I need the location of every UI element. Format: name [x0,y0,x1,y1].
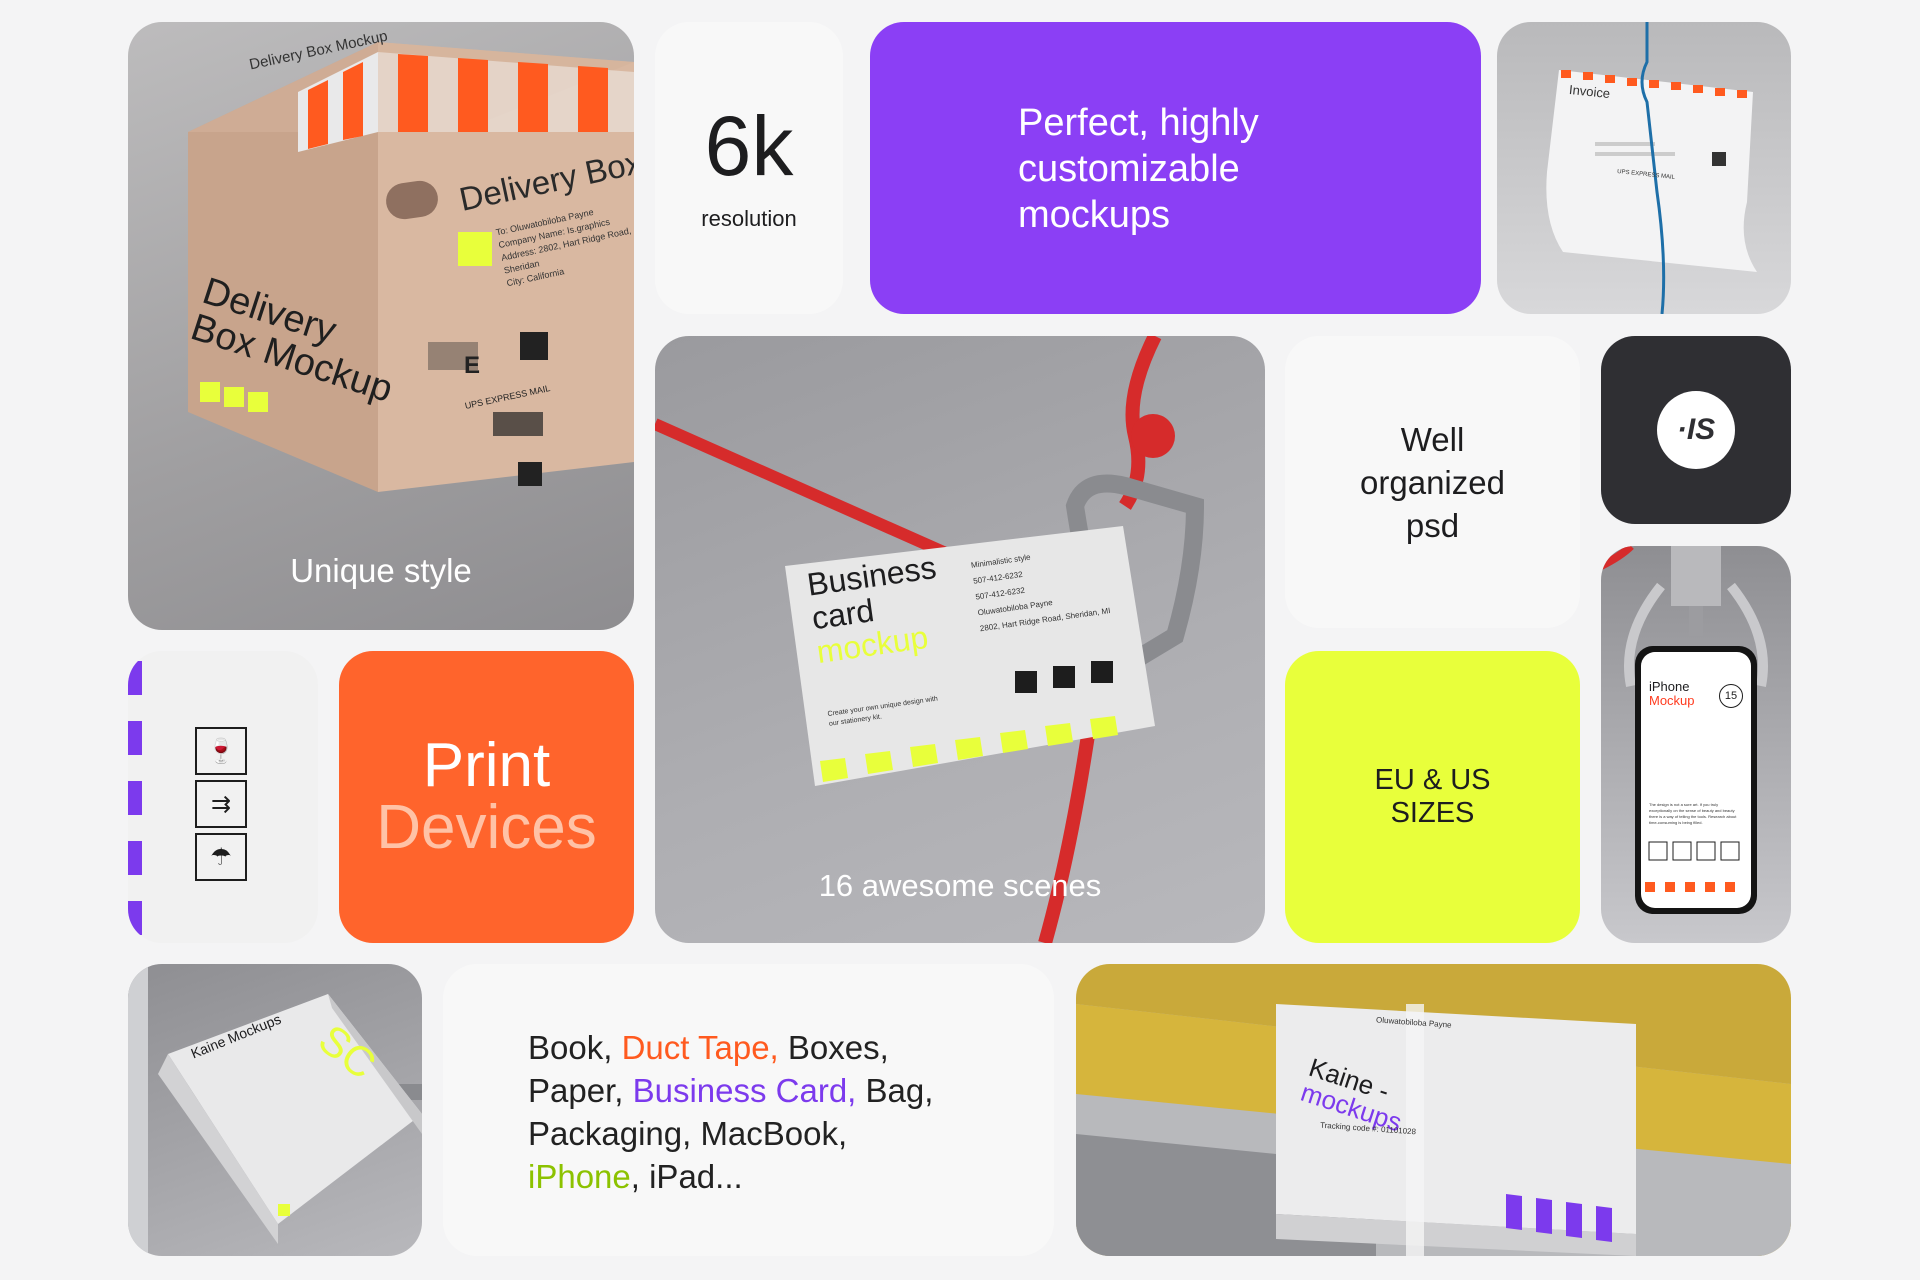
card-title: Business card mockup [804,548,939,670]
resolution-value: 6k [704,99,794,193]
scenes-tile[interactable]: Business card mockup Minimalistic style … [655,336,1265,943]
items-list-tile: Book, Duct Tape, Boxes, Paper, Business … [443,964,1054,1256]
delivery-box-image [188,42,634,492]
book-tile[interactable]: Kaine Mockups SC [128,964,422,1256]
box-letter: E [464,352,481,379]
print-label: Print [422,731,551,800]
unique-style-caption: Unique style [290,552,472,589]
item-duct-tape: Duct Tape, [621,1029,779,1066]
item-boxes: Boxes, [778,1029,889,1066]
paper-stack-image [1076,1004,1791,1256]
invoice-tile[interactable]: Invoice UPS EXPRESS MAIL [1497,22,1791,314]
devices-label: Devices [376,793,597,862]
resolution-tile: 6k resolution [655,22,843,314]
item-bag: Bag, [856,1072,934,1109]
book-image [128,964,422,1256]
scenes-caption: 16 awesome scenes [818,868,1102,903]
item-business-card: Business Card, [632,1072,857,1109]
iphone-badge: 15 [1719,684,1743,708]
resolution-label: resolution [701,206,797,231]
iphone-tile[interactable]: iPhone Mockup 15 The design is not a sur… [1601,546,1791,943]
invoice-image [1546,22,1757,314]
item-iphone: iPhone [528,1158,631,1195]
paper-stack-tile[interactable]: Kaine - mockups Oluwatobiloba Payne Trac… [1076,964,1791,1256]
item-paper: Paper, [528,1072,633,1109]
logo-mark: ·IS [1676,413,1716,446]
sizes-tile: EU & US SIZES [1285,651,1580,943]
business-card-image [655,336,1205,943]
headline-tile: Perfect, highly customizable mockups [870,22,1481,314]
print-devices-tile: Print Devices [339,651,634,943]
logo-tile[interactable]: ·IS [1601,336,1791,524]
iphone-body-text: The design is not a sure art. If you tru… [1649,802,1737,825]
item-book: Book, [528,1029,622,1066]
fragile-icon: 🍷 [206,737,236,765]
items-list: Book, Duct Tape, Boxes, Paper, Business … [528,1026,933,1198]
box-mockup-tile[interactable]: Delivery Box Mockup Delivery Box To: Olu… [128,22,634,630]
keep-dry-icon: ☂ [210,843,232,871]
iphone-title: iPhone Mockup [1649,679,1695,708]
icons-tile: 🍷 ⇉ ☂ [128,651,318,943]
organized-text: Well organized psd [1360,420,1505,544]
this-way-up-icon: ⇉ [210,790,232,818]
sizes-text: EU & US SIZES [1374,764,1491,829]
item-ipad: , iPad... [630,1158,743,1195]
headline-text: Perfect, highly customizable mockups [1018,102,1259,236]
stripe-and-icons [128,661,247,935]
claw-image [1601,546,1768,914]
logo-circle: ·IS [1657,391,1735,469]
organized-tile: Well organized psd [1285,336,1580,628]
item-packaging-macbook: Packaging, MacBook, [528,1115,848,1152]
